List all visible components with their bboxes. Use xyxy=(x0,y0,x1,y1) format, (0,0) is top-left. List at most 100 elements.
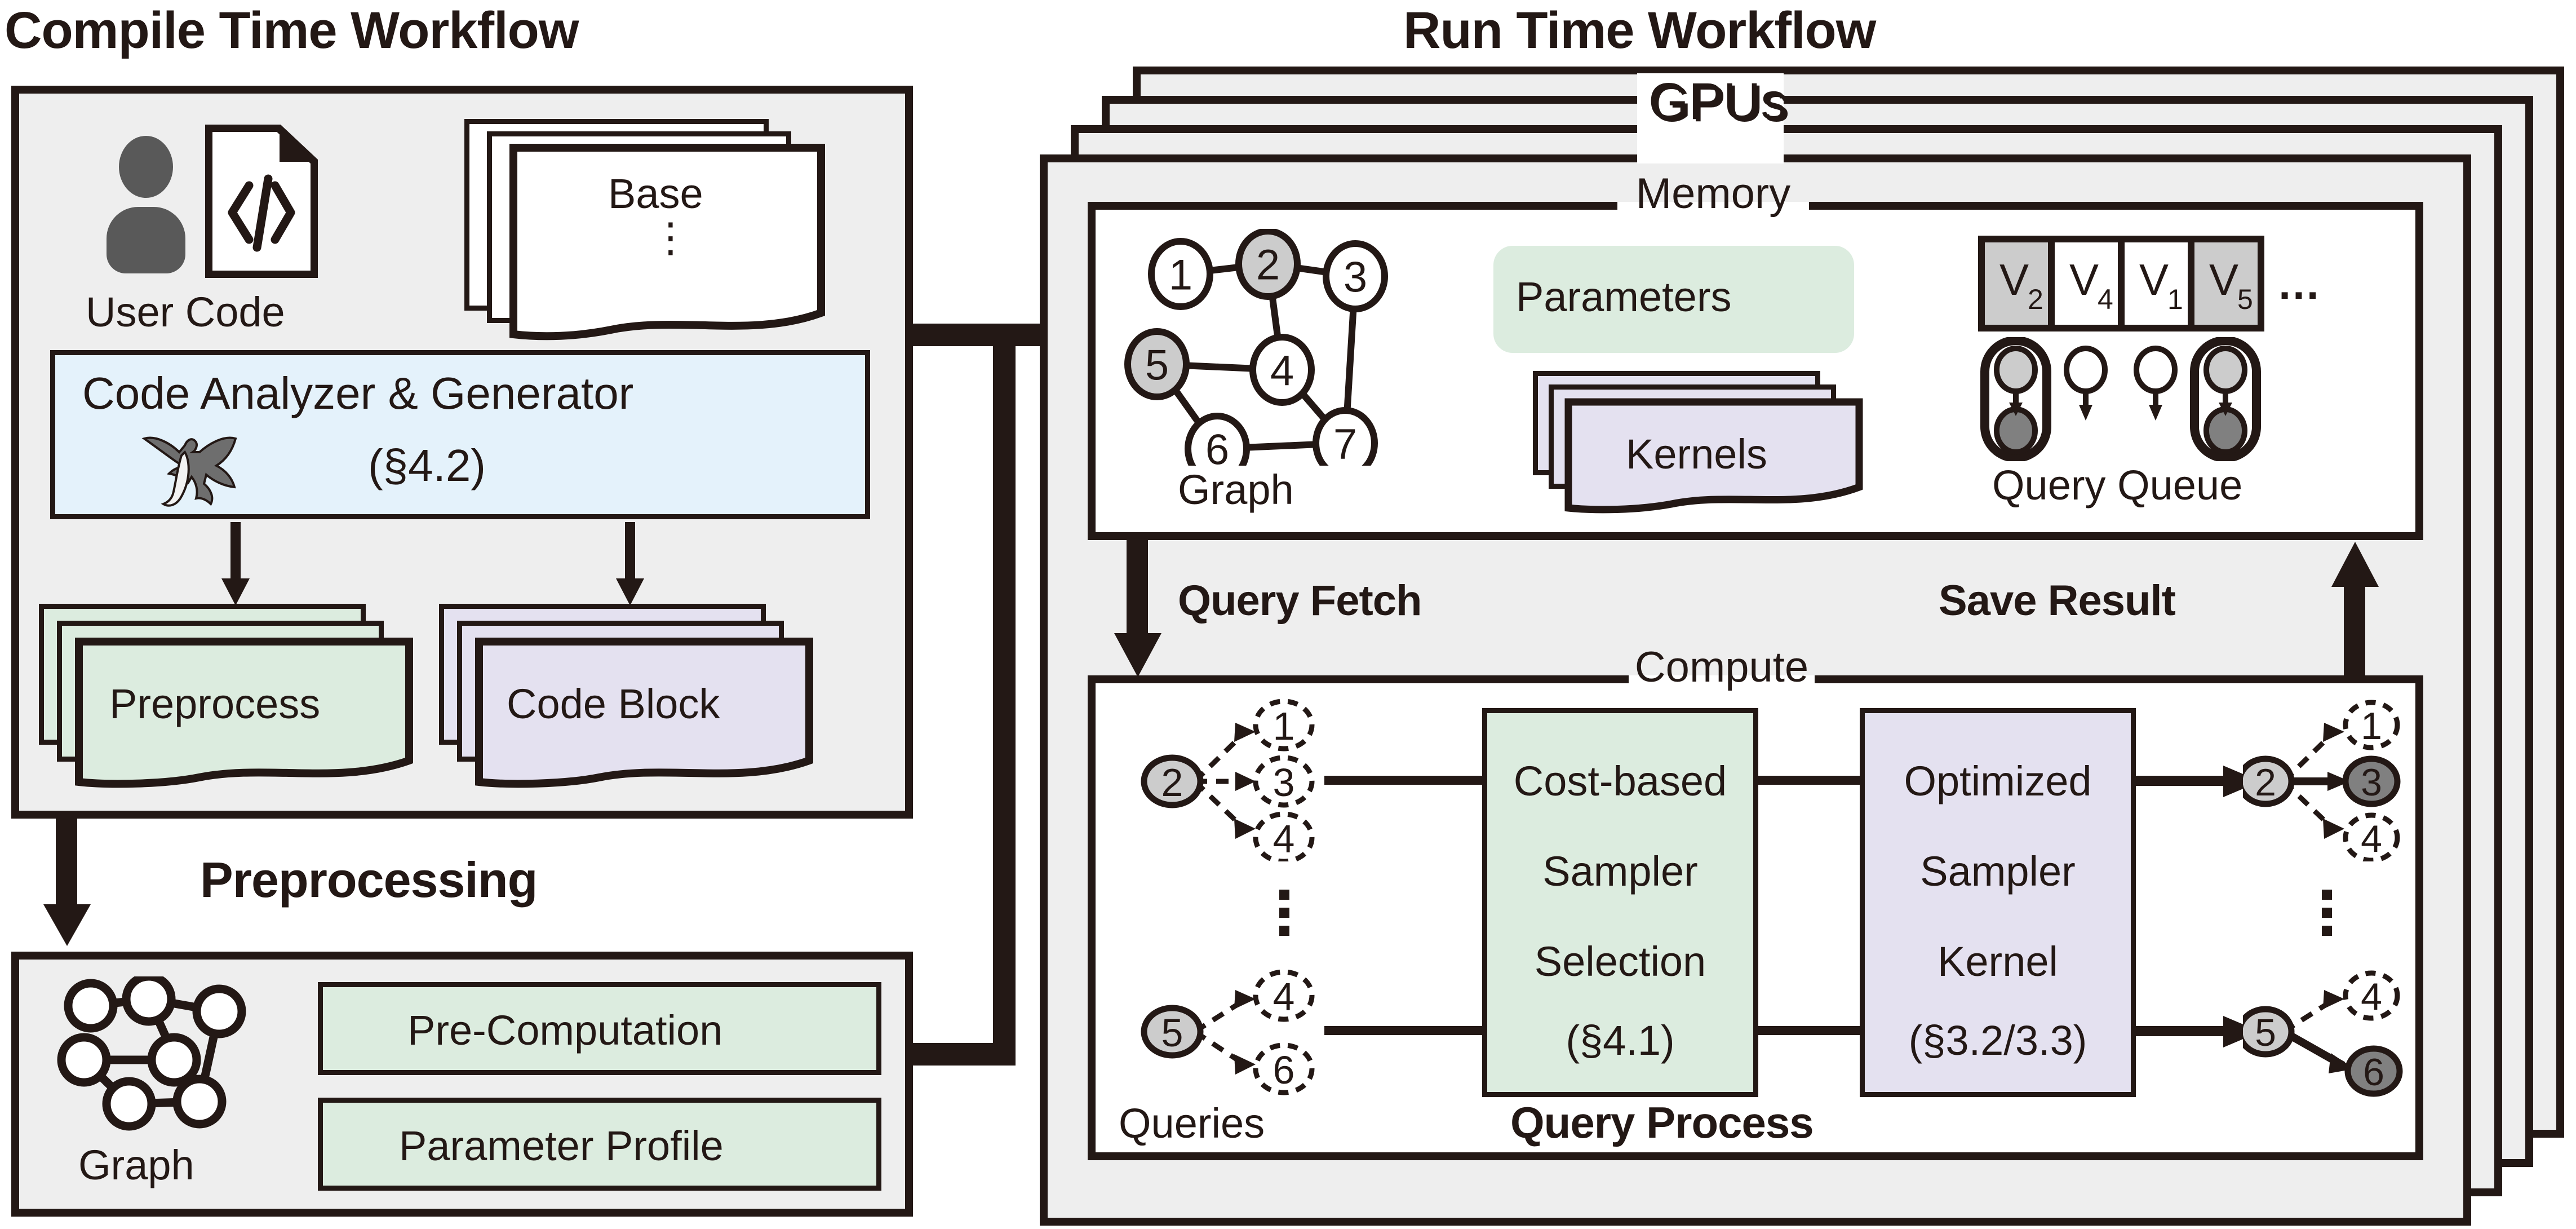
person-icon xyxy=(101,136,191,273)
parameters-label: Parameters xyxy=(1516,273,1732,320)
query-fetch-label: Query Fetch xyxy=(1178,577,1422,625)
cost-based-line-4: (§4.1) xyxy=(1566,1017,1675,1064)
svg-text:3: 3 xyxy=(1344,254,1367,302)
optimized-line-2: Sampler xyxy=(1920,848,2076,895)
optimized-line-3: Kernel xyxy=(1937,938,2058,985)
kernels-label: Kernels xyxy=(1626,431,1767,478)
code-analyzer-section: (§4.2) xyxy=(368,440,486,490)
code-analyzer-title: Code Analyzer & Generator xyxy=(82,368,634,418)
svg-text:5: 5 xyxy=(1161,1011,1183,1055)
optimized-line-1: Optimized xyxy=(1904,758,2092,804)
preprocessing-title: Preprocessing xyxy=(200,852,538,908)
svg-text:4: 4 xyxy=(2361,975,2382,1018)
memory-label: Memory xyxy=(1635,170,1791,218)
svg-text:1: 1 xyxy=(2361,705,2382,748)
cost-based-line-2: Sampler xyxy=(1542,848,1698,895)
arrow-compile-to-preprocessing xyxy=(42,819,93,951)
connector-stage1-to-stage2-bottom xyxy=(1755,1026,1863,1035)
compute-label: Compute xyxy=(1634,643,1809,691)
gpus-label-gap xyxy=(1637,73,1784,163)
svg-text:V: V xyxy=(2069,255,2099,304)
queries-ellipsis xyxy=(1279,890,1289,936)
results-ellipsis xyxy=(2322,890,2332,936)
cost-based-line-1: Cost-based xyxy=(1513,758,1727,804)
code-block-stack[interactable]: Code Block xyxy=(439,604,828,790)
svg-text:2: 2 xyxy=(1161,761,1183,804)
optimized-line-4: (§3.2/3.3) xyxy=(1908,1017,2087,1064)
memory-box: Memory xyxy=(1088,170,2423,540)
code-block-label: Code Block xyxy=(507,680,720,727)
run-time-title: Run Time Workflow xyxy=(1403,2,1876,59)
connector-query2-to-stage1 xyxy=(1324,1026,1482,1035)
svg-text:2: 2 xyxy=(1256,241,1280,289)
memory-graph: 1 2 3 5 4 6 7 xyxy=(1119,228,1412,485)
svg-text:4: 4 xyxy=(1270,347,1294,395)
svg-text:7: 7 xyxy=(1333,421,1357,466)
optimized-sampler-kernel-box[interactable]: Optimized Sampler Kernel (§3.2/3.3) xyxy=(1860,708,2136,1097)
svg-text:1: 1 xyxy=(1273,704,1295,748)
parameters-box[interactable]: Parameters xyxy=(1493,246,1854,353)
query-process-label: Query Process xyxy=(1510,1098,1814,1147)
svg-text:3: 3 xyxy=(1273,761,1295,804)
gpus-label: GPUs xyxy=(1648,73,1787,130)
svg-text:V: V xyxy=(2139,255,2169,304)
svg-text:3: 3 xyxy=(2361,761,2382,804)
svg-text:5: 5 xyxy=(1145,342,1169,390)
arrow-stage2-to-output2 xyxy=(2133,1010,2263,1056)
dragon-icon xyxy=(122,423,257,513)
query-queue-label: Query Queue xyxy=(1992,462,2243,509)
arrow-stage2-to-output1 xyxy=(2133,760,2263,806)
svg-text:V: V xyxy=(2209,255,2238,304)
user-code-label: User Code xyxy=(86,289,285,335)
preprocessing-graph-label: Graph xyxy=(78,1142,194,1188)
gpus-label-text: GPUs xyxy=(1651,75,1790,132)
cost-based-line-3: Selection xyxy=(1534,938,1706,985)
pre-computation-box[interactable]: Pre-Computation xyxy=(318,982,881,1075)
query-queue-slots xyxy=(1978,336,2294,464)
svg-text:6: 6 xyxy=(1205,426,1229,466)
save-result-arrow xyxy=(2330,538,2381,682)
base-stack-label: Base xyxy=(608,170,703,217)
code-file-icon xyxy=(205,124,318,278)
arrow-to-code-block xyxy=(614,522,648,609)
svg-text:5: 5 xyxy=(2255,1011,2276,1054)
svg-text:4: 4 xyxy=(1273,817,1295,861)
save-result-label: Save Result xyxy=(1939,577,2176,625)
memory-graph-label: Graph xyxy=(1178,466,1294,513)
preprocessing-panel: Graph Pre-Computation Parameter Profile xyxy=(11,952,913,1217)
arrow-to-preprocess xyxy=(219,522,253,609)
svg-text:6: 6 xyxy=(2363,1051,2384,1094)
parameter-profile-box[interactable]: Parameter Profile xyxy=(318,1098,881,1191)
svg-text:4: 4 xyxy=(2361,817,2382,860)
query-output-group-1: 2 1 3 4 xyxy=(2236,698,2412,863)
svg-text:V: V xyxy=(1999,255,2029,304)
svg-text:2: 2 xyxy=(2028,284,2043,315)
compute-box: Compute xyxy=(1088,643,2423,1160)
parameter-profile-label: Parameter Profile xyxy=(399,1122,724,1169)
connector-query1-to-stage1 xyxy=(1324,776,1482,785)
compile-time-title: Compile Time Workflow xyxy=(5,2,579,59)
svg-text:6: 6 xyxy=(1273,1048,1295,1092)
base-stack-ellipsis: ⋮ xyxy=(650,215,691,260)
svg-text:5: 5 xyxy=(2237,284,2253,315)
svg-text:1: 1 xyxy=(2167,284,2183,315)
preprocess-stack[interactable]: Preprocess xyxy=(39,604,428,790)
pre-computation-label: Pre-Computation xyxy=(407,1007,723,1054)
query-queue-ellipsis: … xyxy=(2277,259,2322,308)
preprocessing-graph-icon xyxy=(50,972,264,1140)
base-stack: Base ⋮ xyxy=(464,119,825,341)
code-analyzer-generator-box[interactable]: Code Analyzer & Generator (§4.2) xyxy=(50,350,870,519)
queries-label: Queries xyxy=(1119,1100,1265,1147)
compile-time-panel: User Code Base ⋮ Code Analyzer & Generat… xyxy=(11,86,913,819)
svg-text:4: 4 xyxy=(2098,284,2113,315)
svg-text:2: 2 xyxy=(2255,761,2276,804)
query-output-group-2: 5 4 6 xyxy=(2236,969,2412,1104)
cost-based-sampler-selection-box[interactable]: Cost-based Sampler Selection (§4.1) xyxy=(1482,708,1758,1097)
kernels-stack[interactable]: Kernels xyxy=(1533,371,1894,518)
connector-stage1-to-stage2-top xyxy=(1755,776,1863,785)
preprocess-label: Preprocess xyxy=(109,680,321,727)
query-input-group-2: 5 4 6 xyxy=(1110,969,1375,1098)
